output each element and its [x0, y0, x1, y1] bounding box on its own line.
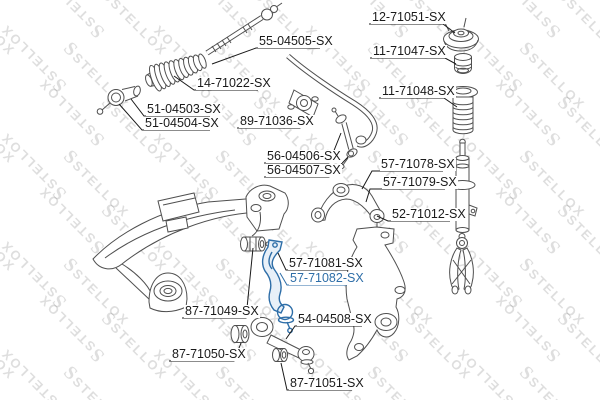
inner-tie-rod-drawing	[205, 2, 283, 56]
part-label-87-71049[interactable]: 87-71049-SX	[184, 304, 260, 318]
fork-clevis-drawing	[449, 233, 474, 295]
part-label-11-71048[interactable]: 11-71048-SX	[381, 84, 456, 98]
part-label-11-71047[interactable]: 11-71047-SX	[372, 44, 447, 58]
stabilizer-bar-drawing	[286, 53, 378, 148]
lower-arm-drawing	[230, 317, 315, 375]
part-label-52-71012[interactable]: 52-71012-SX	[391, 207, 467, 221]
subframe-drawing	[92, 184, 289, 313]
stabilizer-link-drawing	[331, 107, 358, 169]
part-label-57-71079[interactable]: 57-71079-SX	[382, 175, 458, 189]
lower-arm-bushing-rear-drawing	[272, 348, 288, 362]
part-label-56-04506[interactable]: 56-04506-SX	[266, 149, 342, 163]
bump-stop-drawing	[454, 53, 472, 75]
part-label-51-04504[interactable]: 51-04504-SX	[144, 116, 220, 130]
lower-arm-bushing-front-drawing	[230, 325, 250, 343]
part-label-87-71051[interactable]: 87-71051-SX	[289, 376, 365, 390]
part-label-51-04503[interactable]: 51-04503-SX	[146, 102, 222, 116]
part-label-14-71022[interactable]: 14-71022-SX	[196, 76, 272, 90]
part-label-12-71051[interactable]: 12-71051-SX	[371, 10, 447, 24]
upper-control-arm-drawing	[311, 183, 385, 228]
leader-lines	[118, 23, 458, 391]
part-label-57-71081[interactable]: 57-71081-SX	[288, 256, 364, 270]
stabilizer-bushing-drawing	[287, 89, 319, 118]
tie-rod-end-drawing	[96, 85, 141, 115]
part-label-87-71050[interactable]: 87-71050-SX	[171, 347, 247, 361]
part-label-57-71082-highlighted[interactable]: 57-71082-SX	[289, 271, 365, 285]
part-label-56-04507[interactable]: 56-04507-SX	[266, 163, 342, 177]
part-label-54-04508[interactable]: 54-04508-SX	[297, 312, 373, 326]
part-label-89-71036[interactable]: 89-71036-SX	[239, 114, 315, 128]
part-label-57-71078[interactable]: 57-71078-SX	[380, 157, 456, 171]
steering-boot-drawing	[145, 53, 207, 92]
part-label-55-04505[interactable]: 55-04505-SX	[258, 34, 334, 48]
